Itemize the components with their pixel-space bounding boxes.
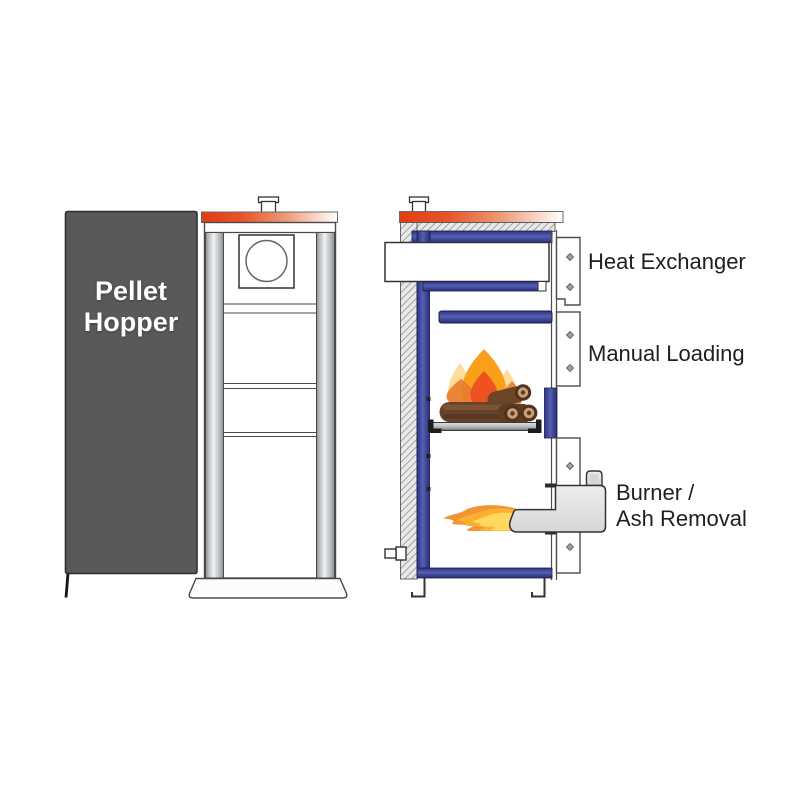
pellet-hopper [64,210,198,598]
callout-manual-loading: Manual Loading [588,341,745,366]
door-panel-middle [555,311,581,387]
screw-icon [565,282,575,292]
log-lower-core-1 [510,411,515,416]
wall-tick-2 [426,454,431,458]
boiler-front-view [188,196,348,599]
callout-burner-line2: Ash Removal [616,506,747,531]
front-divider-band-1 [223,303,317,314]
front-pillar-left [205,232,224,579]
burner-mount-tab-top [545,483,556,488]
hopper-label: Pellet Hopper [65,276,197,338]
burner-top-stub-inner [589,474,599,483]
screw-icon [565,330,575,340]
screw-icon [565,542,575,552]
loading-baffle-shelf [438,310,553,324]
hopper-body [64,210,198,575]
boiler-base-plinth [188,577,348,599]
top-cap-left [201,211,338,223]
flue-outlet-circle [245,239,288,283]
log-lower-core-2 [526,410,532,416]
firebox-door-inner [544,387,558,439]
cutaway-leg-left [411,578,426,598]
screw-icon [565,363,575,373]
chimney-stub-left [260,200,277,214]
front-divider-band-3 [223,432,317,437]
cutaway-leg-right [531,578,546,598]
wall-tick-1 [426,397,431,401]
boiler-body-front [203,221,337,579]
log-long-highlight [443,404,515,410]
callout-heat-exchanger: Heat Exchanger [588,249,746,274]
screw-icon [565,252,575,262]
grate-bracket-left [428,419,442,433]
heat-exchanger-slab [384,241,550,283]
drain-pipe-flange [395,546,407,561]
hopper-leg [64,573,70,598]
callout-burner-line1: Burner / [616,480,695,505]
burner-assembly [443,470,607,535]
log-long-shadow [443,414,515,419]
screw-icon [565,461,575,471]
top-cap-right [399,211,564,223]
burner-flame-core [472,512,516,531]
water-jacket-bottom [416,567,553,579]
door-screws [565,252,575,552]
log-upper-core [520,390,526,395]
insulation-top [401,222,556,232]
chimney-stub-right [411,200,427,214]
door-panel-top [555,236,581,306]
wall-tick-3 [426,487,431,491]
heat-exchanger-blue-strip [422,281,546,292]
hopper-label-line1: Pellet [94,276,168,306]
flame-orange-left [446,379,476,408]
grate [428,422,542,431]
firebox-fire [439,349,538,423]
hopper-label-line2: Hopper [83,307,179,337]
front-pillar-right [316,232,335,579]
boiler-cutaway-view [384,196,607,598]
callout-burner-ash: Burner / Ash Removal [616,480,747,532]
heat-exchanger-end-cap [537,281,547,292]
drain-pipe-stub [384,548,397,559]
water-jacket-top [411,230,553,244]
front-divider-band-2 [223,383,317,389]
burner-box [508,484,607,533]
grate-bracket-right [528,419,542,433]
